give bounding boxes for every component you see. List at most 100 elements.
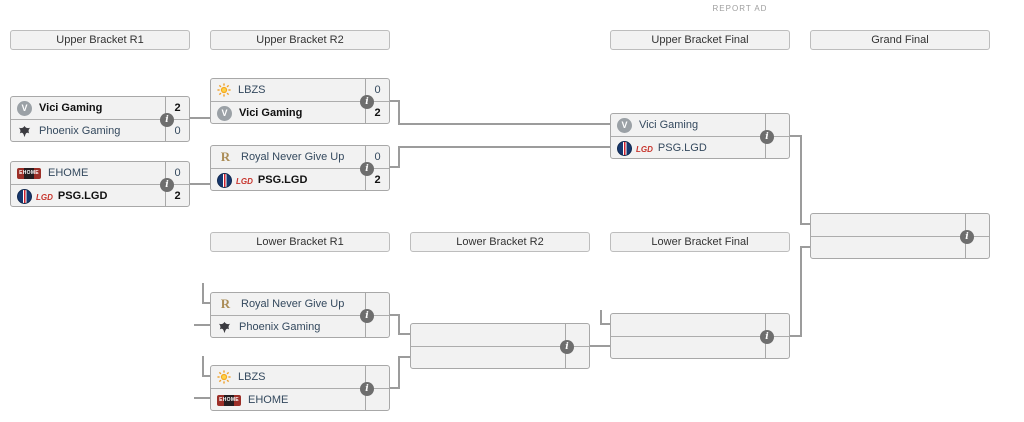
team-row[interactable] — [411, 347, 589, 369]
match-info-icon[interactable] — [560, 340, 574, 354]
team-name[interactable]: Vici Gaming — [39, 102, 103, 114]
team-name[interactable]: LBZS — [238, 371, 266, 383]
team-name[interactable]: Royal Never Give Up — [241, 151, 345, 163]
team-row[interactable]: Vici Gaming 2 — [11, 97, 189, 120]
team-row[interactable] — [811, 214, 989, 237]
lgd-wordmark-icon — [236, 171, 253, 189]
match-grand-final — [810, 213, 990, 259]
team-score — [365, 293, 389, 315]
loser-drop-connector — [600, 310, 602, 325]
team-row[interactable]: PSG.LGD 2 — [211, 169, 389, 191]
match-info-icon[interactable] — [360, 162, 374, 176]
header-upper-bracket-r2: Upper Bracket R2 — [210, 30, 390, 50]
report-ad-link[interactable]: REPORT AD — [712, 4, 768, 13]
bracket-connector — [390, 387, 400, 389]
bracket-connector — [398, 123, 610, 125]
team-name[interactable]: Vici Gaming — [639, 119, 699, 131]
team-name[interactable]: Vici Gaming — [239, 107, 303, 119]
team-row[interactable] — [611, 314, 789, 337]
match-lb-final — [610, 313, 790, 359]
bracket-connector — [800, 223, 810, 225]
team-score: 0 — [165, 162, 189, 184]
match-info-icon[interactable] — [760, 130, 774, 144]
team-row[interactable]: Royal Never Give Up — [211, 293, 389, 316]
loser-drop-connector — [194, 397, 210, 399]
royal-never-give-up-logo — [217, 150, 234, 164]
ehome-logo — [217, 394, 241, 406]
team-row[interactable]: Vici Gaming — [611, 114, 789, 137]
bracket-connector — [790, 135, 802, 137]
match-ub-r2-1: LBZS 0 Vici Gaming 2 — [210, 78, 390, 124]
vici-gaming-logo — [217, 105, 232, 121]
team-row[interactable]: EHOME — [211, 389, 389, 411]
team-row[interactable] — [611, 337, 789, 359]
match-info-icon[interactable] — [360, 95, 374, 109]
bracket-connector — [398, 146, 400, 168]
match-info-icon[interactable] — [960, 230, 974, 244]
phoenix-gaming-logo — [17, 124, 32, 139]
team-name[interactable]: Phoenix Gaming — [239, 321, 321, 333]
team-row[interactable]: Royal Never Give Up 0 — [211, 146, 389, 169]
team-name[interactable]: PSG.LGD — [657, 142, 707, 154]
header-upper-bracket-final: Upper Bracket Final — [610, 30, 790, 50]
bracket-connector — [390, 100, 400, 102]
team-score: 2 — [365, 102, 389, 124]
royal-never-give-up-logo — [217, 297, 234, 311]
match-info-icon[interactable] — [160, 113, 174, 127]
psg-lgd-logo — [617, 140, 632, 156]
bracket-connector — [390, 314, 400, 316]
loser-drop-connector — [202, 302, 210, 304]
bracket-connector — [790, 335, 802, 337]
team-row[interactable]: PSG.LGD 2 — [11, 185, 189, 207]
bracket-connector — [398, 146, 610, 148]
lbzs-logo — [217, 83, 231, 97]
match-lb-r2 — [410, 323, 590, 369]
loser-drop-connector — [600, 323, 610, 325]
match-lb-r1-2: LBZS EHOME — [210, 365, 390, 411]
team-row[interactable]: PSG.LGD — [611, 137, 789, 159]
header-lower-bracket-r1: Lower Bracket R1 — [210, 232, 390, 252]
team-name[interactable]: Royal Never Give Up — [241, 298, 345, 310]
team-row[interactable]: EHOME 0 — [11, 162, 189, 185]
team-name[interactable]: EHOME — [248, 394, 289, 406]
team-name[interactable]: EHOME — [48, 167, 89, 179]
team-row[interactable]: Vici Gaming 2 — [211, 102, 389, 124]
match-info-icon[interactable] — [760, 330, 774, 344]
team-name[interactable]: LBZS — [238, 84, 266, 96]
team-row[interactable]: Phoenix Gaming 0 — [11, 120, 189, 142]
psg-lgd-logo — [17, 188, 32, 204]
bracket-connector — [398, 314, 400, 335]
lgd-wordmark-icon — [636, 139, 653, 157]
team-row[interactable]: LBZS 0 — [211, 79, 389, 102]
phoenix-gaming-logo — [217, 320, 232, 335]
team-row[interactable]: Phoenix Gaming — [211, 316, 389, 338]
team-name[interactable]: PSG.LGD — [57, 190, 108, 202]
team-name[interactable]: Phoenix Gaming — [39, 125, 121, 137]
bracket-connector — [390, 166, 400, 168]
match-info-icon[interactable] — [160, 178, 174, 192]
bracket-connector — [800, 246, 802, 337]
match-info-icon[interactable] — [360, 382, 374, 396]
team-score: 0 — [365, 79, 389, 101]
bracket-connector — [398, 100, 400, 125]
team-name[interactable]: PSG.LGD — [257, 174, 308, 186]
match-info-icon[interactable] — [360, 309, 374, 323]
team-score: 2 — [165, 97, 189, 119]
team-score — [765, 114, 789, 136]
team-score: 2 — [365, 169, 389, 191]
header-lower-bracket-final: Lower Bracket Final — [610, 232, 790, 252]
vici-gaming-logo — [17, 100, 32, 116]
header-lower-bracket-r2: Lower Bracket R2 — [410, 232, 590, 252]
bracket-connector — [398, 333, 410, 335]
team-row[interactable] — [811, 237, 989, 259]
header-upper-bracket-r1: Upper Bracket R1 — [10, 30, 190, 50]
team-row[interactable]: LBZS — [211, 366, 389, 389]
psg-lgd-logo — [217, 172, 232, 188]
team-row[interactable] — [411, 324, 589, 347]
team-score — [765, 314, 789, 336]
team-score: 2 — [165, 185, 189, 207]
ehome-logo — [17, 167, 41, 179]
loser-drop-connector — [202, 356, 204, 377]
header-grand-final: Grand Final — [810, 30, 990, 50]
